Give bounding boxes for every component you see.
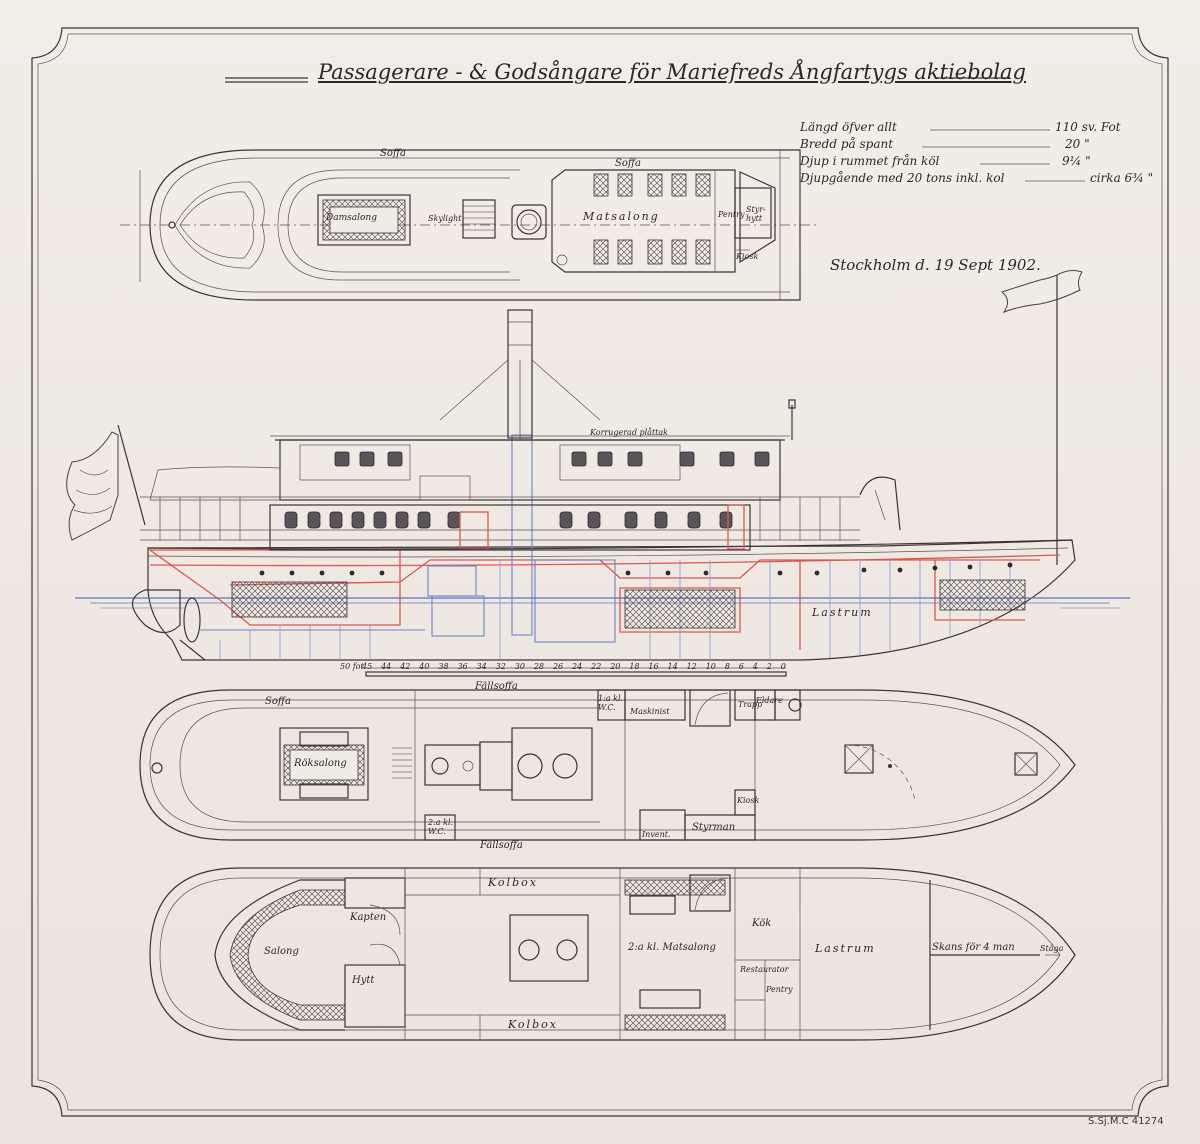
scale-tick: 18 — [629, 662, 640, 671]
label-forpik: Stäga — [1040, 944, 1064, 953]
scale-tick: 30 — [514, 662, 525, 671]
drawing-title: Passagerare - & Godsångare för Mariefred… — [318, 60, 1027, 84]
label-restaurator: Restaurator — [740, 965, 789, 974]
drawing-date: Stockholm d. 19 Sept 1902. — [830, 256, 1041, 274]
upper-deck-plan — [120, 149, 820, 301]
label-maskinist: Maskinist — [630, 707, 670, 716]
label-pentry-lower: Pentry — [766, 985, 793, 994]
scale-tick: 0 — [780, 662, 786, 671]
catalog-number: S.Sj.M.C 41274 — [1088, 1116, 1164, 1127]
label-fallsoffa-bottom: Fällsoffa — [480, 840, 523, 851]
label-kolbox-bottom: Kolbox — [508, 1018, 558, 1031]
scale-tick: 14 — [667, 662, 678, 671]
label-styrhytt: Styr-hytt — [746, 205, 766, 223]
spec-label-depth: Djup i rummet från köl — [800, 154, 940, 168]
scale-tick: 22 — [591, 662, 602, 671]
title-flourish — [225, 77, 1010, 83]
scale-tick: 10 — [705, 662, 716, 671]
label-kiosk-main: Kiosk — [737, 796, 760, 805]
scale-tick: 44 — [381, 662, 392, 671]
scale-tick: 32 — [495, 662, 506, 671]
scale-tick: 36 — [457, 662, 468, 671]
label-wc-bottom: 2:a kl. W.C. — [428, 818, 454, 836]
scale-tick: 20 — [610, 662, 621, 671]
label-lastrum-profile: Lastrum — [812, 606, 873, 619]
label-matsalong-2nd: 2:a kl. Matsalong — [628, 942, 716, 953]
scale-tick: 45 — [362, 662, 373, 671]
label-pentry-upper: Pentry — [718, 210, 745, 219]
spec-value-length: 110 sv. Fot — [1055, 120, 1121, 134]
label-eldare: Eldare — [756, 696, 783, 705]
side-profile — [66, 270, 1130, 677]
label-trapp: Trapp — [738, 700, 763, 709]
label-lastrum-lower: Lastrum — [815, 942, 876, 955]
label-kok: Kök — [752, 918, 772, 929]
scale-bar — [365, 667, 787, 677]
label-skylight: Skylight — [428, 214, 462, 223]
label-soffa-upper-2: Soffa — [615, 158, 641, 169]
label-styrman: Styrman — [692, 822, 736, 833]
scale-tick: 8 — [724, 662, 730, 671]
scale-tick: 28 — [533, 662, 545, 671]
spec-value-depth: 9¼ " — [1062, 154, 1091, 168]
scale-tick: 40 — [419, 662, 430, 671]
scale-tick: 34 — [476, 662, 487, 671]
label-soffa-main: Soffa — [265, 696, 291, 707]
scale-tick: 42 — [400, 662, 411, 671]
spec-label-beam: Bredd på spant — [800, 137, 894, 151]
label-skans: Skans för 4 man — [932, 942, 1015, 953]
scale-ticks: 45 44 42 40 38 36 34 32 30 28 26 24 22 2… — [362, 662, 786, 671]
scale-tick: 16 — [648, 662, 659, 671]
label-soffa-upper: Soffa — [380, 148, 406, 159]
spec-value-draught: cirka 6¾ " — [1090, 171, 1154, 185]
lower-deck-plan — [149, 867, 1076, 1041]
label-rokssalong: Röksalong — [294, 758, 347, 769]
label-wc-top: 1:a kl. W.C. — [598, 694, 624, 712]
scale-tick: 24 — [572, 662, 583, 671]
scale-tick: 26 — [552, 662, 564, 671]
label-kolbox-top: Kolbox — [488, 876, 538, 889]
scale-tick: 12 — [686, 662, 697, 671]
label-damsalong: Damsalong — [326, 213, 377, 223]
spec-value-beam: 20 " — [1065, 137, 1090, 151]
label-corrugated-roof: Korrugerad plåttak — [590, 428, 668, 437]
scale-tick: 2 — [766, 662, 772, 671]
spec-leaders — [922, 129, 1085, 182]
label-matsalong: Matsalong — [583, 210, 660, 223]
scale-tick: 38 — [438, 662, 449, 671]
label-hytt: Hytt — [352, 975, 375, 986]
spec-label-length: Längd öfver allt — [800, 120, 897, 134]
label-kapten: Kapten — [350, 912, 387, 923]
scale-tick: 6 — [738, 662, 744, 671]
label-salong: Salong — [264, 946, 299, 957]
main-deck-plan — [139, 689, 1076, 841]
scale-prefix: 50 fot — [340, 662, 364, 671]
label-fallsoffa-top: Fällsoffa — [475, 681, 518, 692]
spec-label-draught: Djupgående med 20 tons inkl. kol — [800, 171, 1005, 185]
scale-tick: 4 — [752, 662, 758, 671]
sheet-border — [31, 27, 1169, 1117]
label-kiosk-upper: Kiosk — [736, 252, 759, 261]
label-inventarier: Invent. — [642, 830, 671, 839]
